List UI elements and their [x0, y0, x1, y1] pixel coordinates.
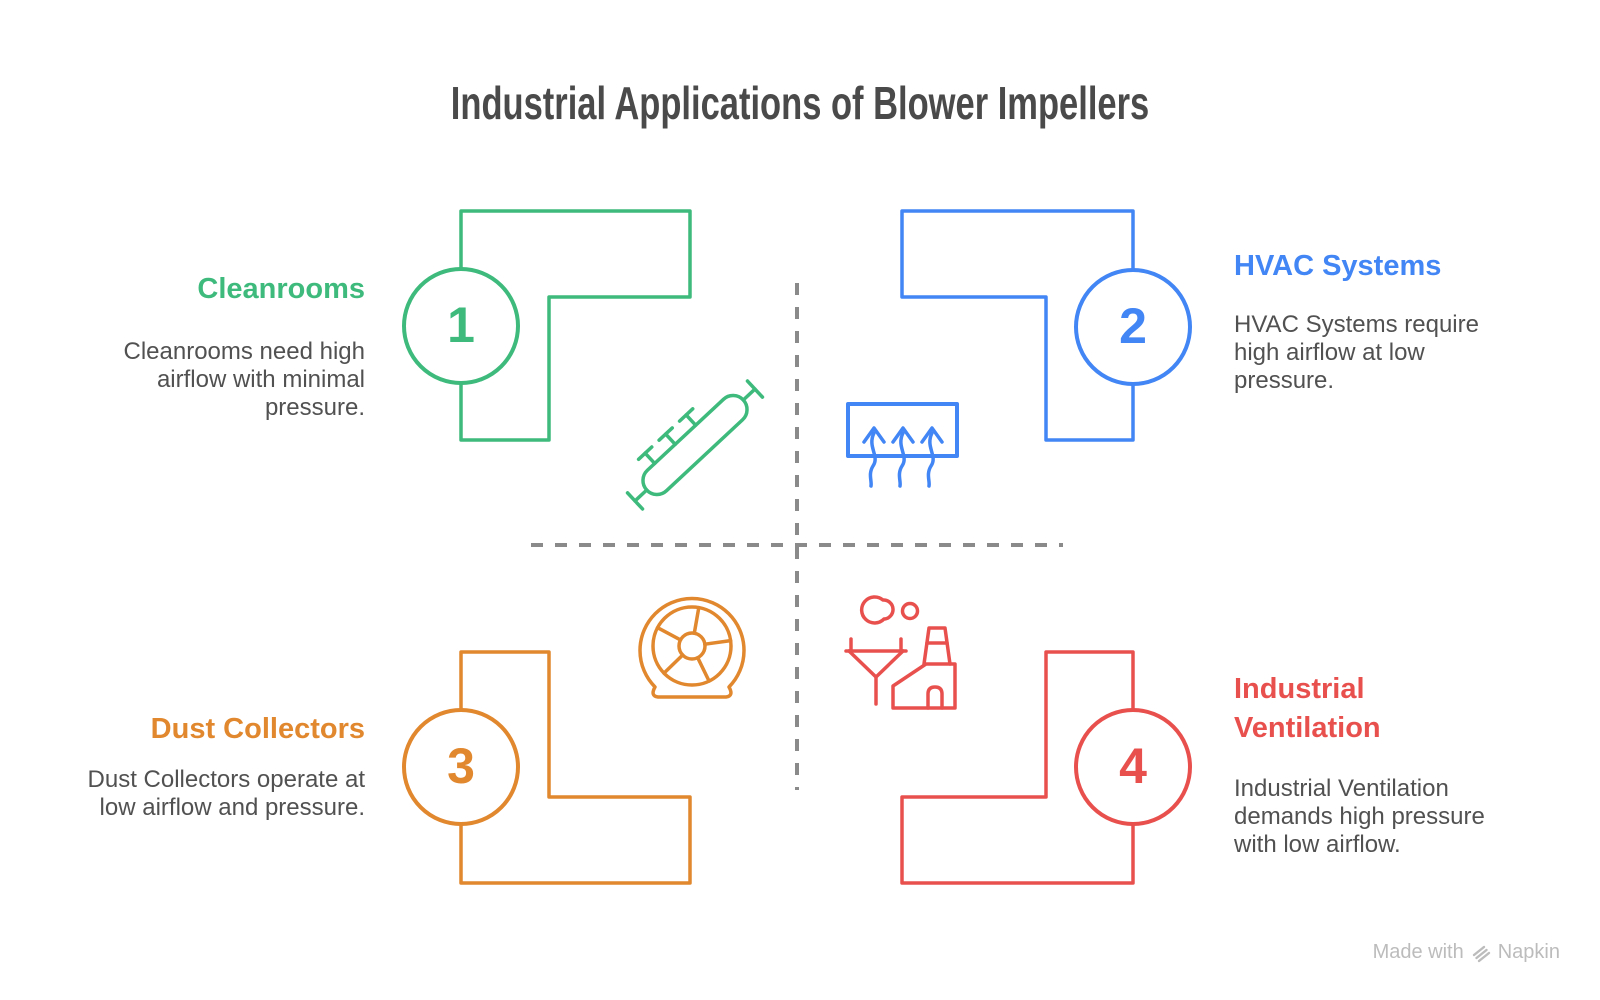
quadrant-1-body: Cleanrooms need high airflow with minima… [123, 338, 366, 421]
quadrant-4-body: Industrial Ventilation demands high pres… [1234, 775, 1485, 858]
factory-icon [844, 595, 957, 710]
watermark-brand: Napkin [1497, 941, 1560, 963]
step-number-3: 3 [447, 738, 475, 794]
divider-dashed-cross [531, 283, 1063, 790]
quadrant-3-body: Dust Collectors operate at low airflow a… [87, 766, 365, 821]
filter-duct-icon [625, 379, 765, 511]
step-number-4: 4 [1119, 738, 1147, 794]
blower-fan-icon [638, 596, 746, 699]
dust-collectors-shape [402, 650, 692, 885]
page-title: Industrial Applications of Blower Impell… [450, 77, 1150, 129]
quadrant-2-body: HVAC Systems require high airflow at low… [1234, 311, 1479, 394]
napkin-logo-icon [1472, 945, 1490, 962]
watermark: Made with Napkin [1373, 941, 1560, 964]
quadrant-4-heading: Industrial Ventilation [1234, 673, 1381, 744]
cleanrooms-shape [402, 209, 692, 442]
quadrant-2-heading: HVAC Systems [1234, 250, 1442, 282]
hvac-shape [900, 209, 1192, 442]
watermark-prefix: Made with [1372, 941, 1464, 963]
air-vent-icon [846, 402, 959, 488]
quadrant-3-heading: Dust Collectors [150, 713, 365, 745]
step-number-1: 1 [447, 297, 475, 353]
step-number-2: 2 [1119, 298, 1147, 354]
industrial-ventilation-shape [900, 650, 1192, 885]
quadrant-1-heading: Cleanrooms [197, 273, 365, 305]
